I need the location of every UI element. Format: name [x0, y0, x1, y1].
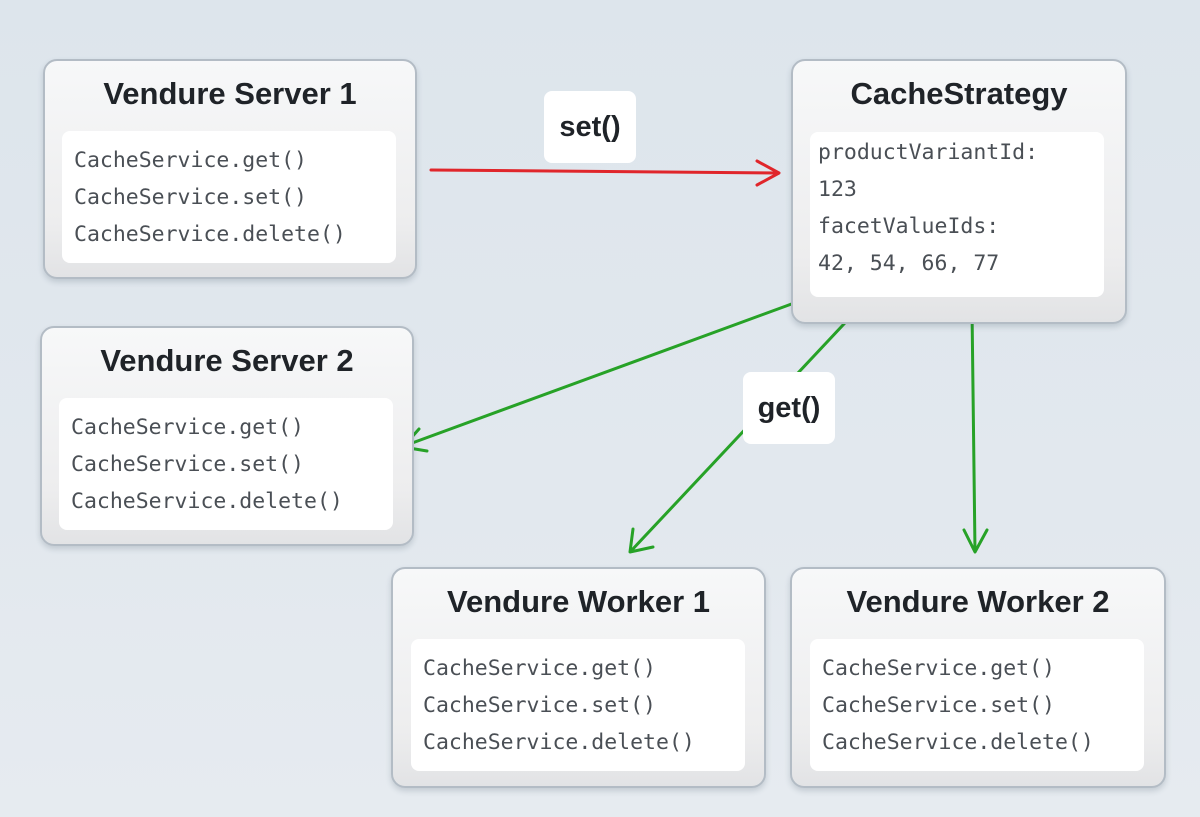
code-line: 123: [818, 177, 857, 202]
node-vendure-server-2: Vendure Server 2 CacheService.get() Cach…: [40, 326, 414, 546]
set-edge: [429, 159, 781, 187]
node-title: Vendure Server 1: [103, 76, 357, 111]
code-box: CacheService.get() CacheService.set() Ca…: [59, 398, 393, 530]
node-vendure-server-1: Vendure Server 1 CacheService.get() Cach…: [43, 59, 417, 279]
set-edge-label: set(): [544, 91, 636, 163]
code-line: facetValueIds:: [818, 214, 1000, 239]
code-line: CacheService.set(): [822, 693, 1055, 718]
node-title: Vendure Worker 1: [446, 584, 711, 619]
code-line: CacheService.delete(): [423, 730, 695, 755]
code-line: CacheService.delete(): [71, 489, 343, 514]
code-line: CacheService.delete(): [822, 730, 1094, 755]
code-box: CacheService.get() CacheService.set() Ca…: [411, 639, 745, 771]
code-line: CacheService.get(): [71, 415, 304, 440]
code-box: CacheService.get() CacheService.set() Ca…: [810, 639, 1144, 771]
node-cache-strategy: CacheStrategy productVariantId: 123 face…: [791, 59, 1127, 324]
node-vendure-worker-1: Vendure Worker 1 CacheService.get() Cach…: [391, 567, 766, 788]
code-box: productVariantId: 123 facetValueIds: 42,…: [810, 132, 1104, 297]
code-line: CacheService.set(): [423, 693, 656, 718]
get-edge-server2: [401, 300, 799, 453]
code-line: CacheService.set(): [74, 185, 307, 210]
code-line: CacheService.set(): [71, 452, 304, 477]
code-line: CacheService.get(): [822, 656, 1055, 681]
get-edge-worker2: [962, 307, 989, 554]
node-title: CacheStrategy: [850, 76, 1068, 111]
code-line: CacheService.get(): [423, 656, 656, 681]
node-title: Vendure Worker 2: [846, 584, 1110, 619]
code-line: CacheService.delete(): [74, 222, 346, 247]
code-line: CacheService.get(): [74, 148, 307, 173]
node-title: Vendure Server 2: [100, 343, 354, 378]
code-line: 42, 54, 66, 77: [818, 251, 1000, 276]
node-vendure-worker-2: Vendure Worker 2 CacheService.get() Cach…: [790, 567, 1166, 788]
code-line: productVariantId:: [818, 140, 1039, 165]
code-box: CacheService.get() CacheService.set() Ca…: [62, 131, 396, 263]
get-edge-label: get(): [743, 372, 835, 444]
